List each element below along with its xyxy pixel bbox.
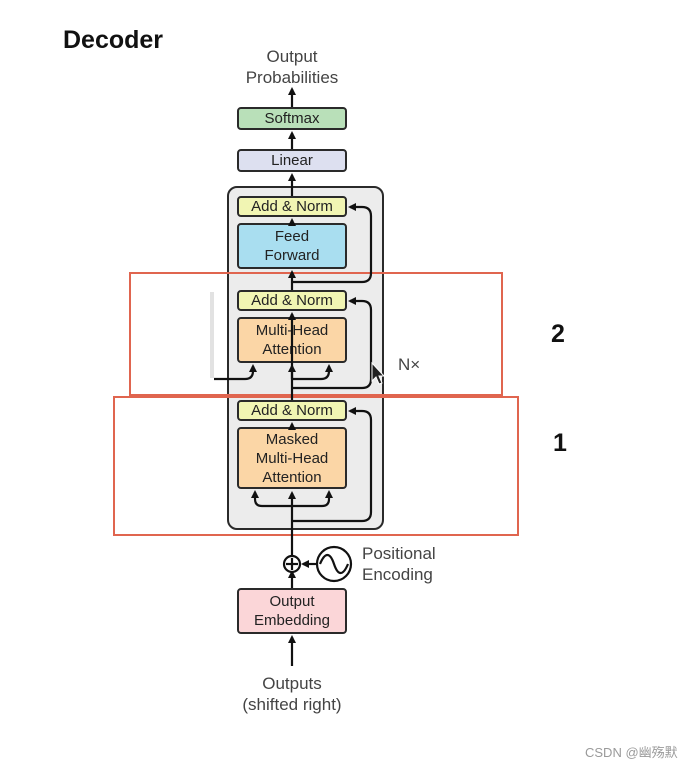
output-embedding-box: Output Embedding — [237, 588, 347, 634]
watermark-text: CSDN @幽殇默 — [585, 745, 678, 760]
page-title: Decoder — [63, 26, 164, 54]
output-label-line1: Output — [266, 47, 318, 66]
masked-mha-line3: Attention — [262, 468, 322, 486]
highlight-box-1 — [113, 396, 519, 536]
outputs-line1: Outputs — [262, 674, 322, 693]
outputs-shifted-label: Outputs (shifted right) — [222, 673, 362, 715]
mouse-cursor-icon — [371, 361, 386, 385]
add-norm-box-2: Add & Norm — [237, 290, 347, 311]
feed-forward-box: Feed Forward — [237, 223, 347, 269]
pe-line2: Encoding — [362, 565, 433, 584]
marker-2: 2 — [551, 320, 565, 348]
add-norm-box-1: Add & Norm — [237, 400, 347, 421]
outputs-line2: (shifted right) — [242, 695, 342, 714]
nx-label: N× — [398, 355, 421, 374]
add-norm-label-2: Add & Norm — [251, 292, 333, 309]
embedding-line2: Embedding — [254, 612, 330, 629]
feed-forward-line2: Forward — [264, 247, 320, 264]
add-norm-label-1: Add & Norm — [251, 402, 333, 419]
output-label-line2: Probabilities — [245, 68, 339, 87]
pe-line1: Positional — [362, 544, 436, 563]
softmax-box: Softmax — [237, 107, 347, 130]
masked-multi-head-attention-box: Masked Multi-Head Attention — [237, 427, 347, 489]
linear-box: Linear — [237, 149, 347, 172]
marker-1: 1 — [553, 429, 567, 457]
add-norm-label-3: Add & Norm — [251, 198, 333, 215]
highlight-box-2 — [129, 272, 503, 396]
positional-encoding-label: Positional Encoding — [362, 543, 436, 585]
masked-mha-line1: Masked — [265, 430, 319, 448]
output-probabilities-label: Output Probabilities — [232, 46, 352, 88]
embedding-line1: Output — [269, 593, 315, 610]
feed-forward-line1: Feed — [274, 228, 310, 245]
linear-label: Linear — [271, 152, 313, 169]
softmax-label: Softmax — [264, 110, 320, 127]
scroll-artifact — [210, 292, 214, 378]
masked-mha-line2: Multi-Head — [255, 449, 329, 467]
add-norm-box-3: Add & Norm — [237, 196, 347, 217]
